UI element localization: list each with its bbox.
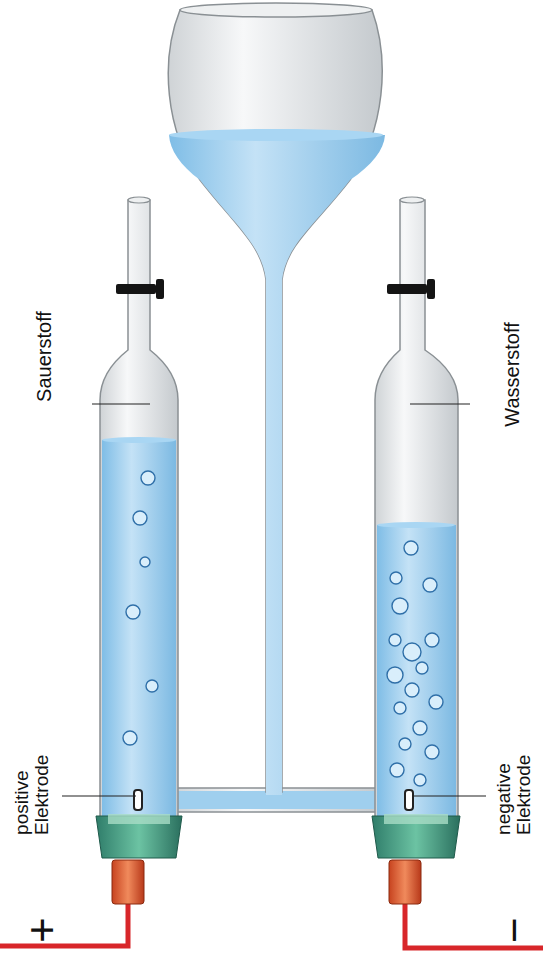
gas-bubbles (123, 471, 443, 786)
stopcock (116, 279, 435, 299)
electrode (405, 790, 413, 810)
bubble (140, 557, 150, 567)
gas-label: Wasserstoff (501, 322, 522, 426)
bubble (425, 745, 439, 759)
bubble (405, 683, 419, 697)
bubble (126, 605, 140, 619)
bubble (123, 731, 137, 745)
bubble (141, 471, 155, 485)
water-surface (102, 437, 176, 443)
water (377, 525, 456, 816)
hydrogen-tube (375, 200, 458, 818)
electrode (134, 790, 142, 810)
bubble (414, 774, 426, 786)
electrode-label: negative Elektrode (494, 735, 534, 835)
bubble (425, 633, 439, 647)
plug (389, 860, 421, 904)
bubble (392, 598, 408, 614)
polarity-sign: + (19, 917, 65, 943)
bubble (429, 695, 443, 709)
bubble (399, 738, 411, 750)
electrode-label: positive Elektrode (12, 735, 52, 835)
bubble (387, 667, 403, 683)
bubble (133, 511, 147, 525)
leader-line (62, 404, 486, 796)
oxygen-tube (100, 200, 178, 818)
polarity-sign: − (491, 917, 537, 943)
bubble (394, 702, 406, 714)
water-surface (377, 522, 455, 528)
bubble (423, 578, 437, 592)
bubble (403, 643, 421, 661)
water-surface (169, 129, 383, 141)
water (169, 135, 385, 795)
wire (0, 900, 128, 946)
gas-label: Sauerstoff (34, 311, 55, 402)
water (102, 440, 176, 816)
bubble (413, 721, 427, 735)
wire (405, 900, 543, 948)
bubble (390, 572, 402, 584)
reservoir-rim (180, 3, 372, 17)
bubble (390, 763, 404, 777)
bubble (404, 541, 418, 555)
plug (112, 860, 144, 904)
bubble (416, 662, 428, 674)
bubble (146, 680, 158, 692)
bubble (389, 634, 401, 646)
